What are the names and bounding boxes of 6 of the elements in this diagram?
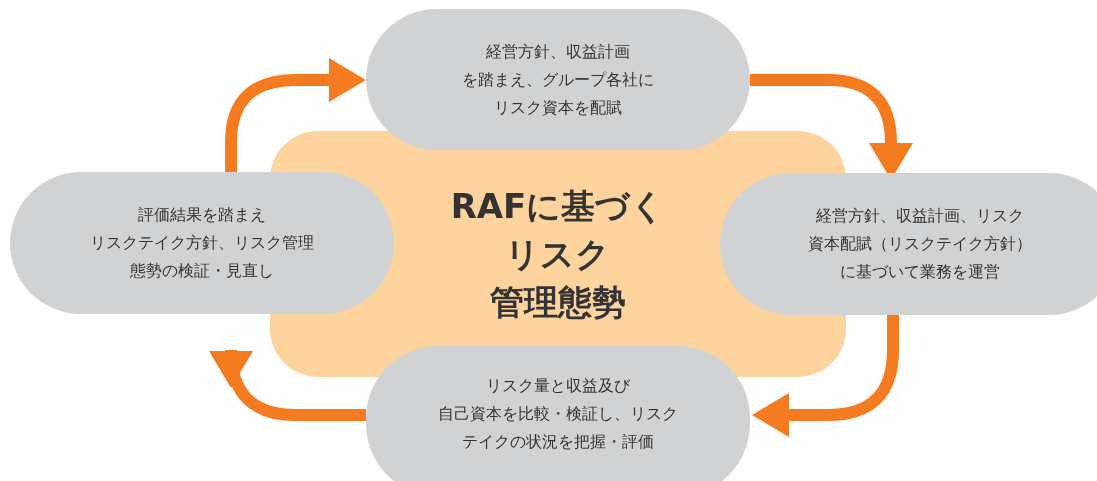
process-box: リスク量と収益及び自己資本を比較・検証し、リスクテイクの状況を把握・評価 — [366, 346, 750, 481]
process-box: 経営方針、収益計画を踏まえ、グループ各社にリスク資本を配賦 — [366, 9, 750, 150]
arrow — [225, 58, 366, 172]
process-box: 評価結果を踏まえリスクテイク方針、リスク管理態勢の検証・見直し — [10, 172, 394, 314]
arrow — [752, 315, 899, 437]
process-box: 経営方針、収益計画、リスク資本配賦（リスクテイク方針）に基づいて業務を運営 — [720, 173, 1097, 315]
